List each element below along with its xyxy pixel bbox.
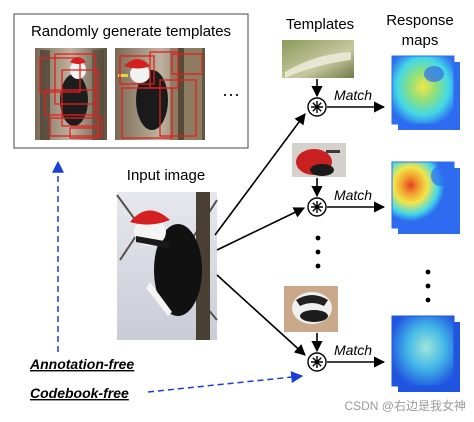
convolution-symbol-icon [307, 97, 327, 117]
response-map-1 [391, 55, 460, 130]
template-thumb-2 [292, 143, 346, 177]
random-templates-title: Randomly generate templates [31, 23, 231, 40]
random-template-photo-2 [115, 48, 205, 140]
response-map-2 [391, 161, 460, 234]
random-templates-ellipsis: ··· [222, 84, 240, 104]
match-label-1: Match [334, 87, 372, 103]
template-thumb-1 [282, 40, 354, 78]
input-image [116, 192, 218, 340]
template-thumb-3 [284, 286, 338, 332]
annotation-free-label: Annotation-free [29, 356, 134, 372]
convolution-symbol-icon [307, 197, 327, 217]
random-templates-panel: Randomly generate templates [13, 13, 249, 149]
templates-header: Templates [286, 16, 354, 33]
random-boxes-2 [119, 51, 203, 139]
input-image-label: Input image [127, 167, 205, 184]
vertical-dots-icon [315, 235, 321, 269]
vertical-dots-icon-maps [425, 269, 431, 303]
blue-dashed-arrows [52, 160, 304, 393]
random-boxes-1 [39, 53, 103, 139]
codebook-free-label: Codebook-free [30, 385, 129, 401]
arrow-icon [216, 274, 306, 356]
arrow-icon [147, 371, 304, 393]
convolution-symbol-icon [307, 352, 327, 372]
match-arrows [327, 101, 386, 368]
watermark: CSDN @右边是我女神 [344, 398, 466, 413]
random-template-photo-1 [35, 48, 107, 140]
arrow-icon [216, 207, 306, 251]
match-label-3: Match [334, 342, 372, 358]
response-map-3 [391, 315, 460, 392]
match-label-2: Match [334, 187, 372, 203]
response-header-line1: Response [386, 12, 454, 29]
arrow-icon [214, 113, 306, 236]
input-to-match-arrows [214, 113, 306, 356]
response-header-line2: maps [402, 32, 439, 49]
